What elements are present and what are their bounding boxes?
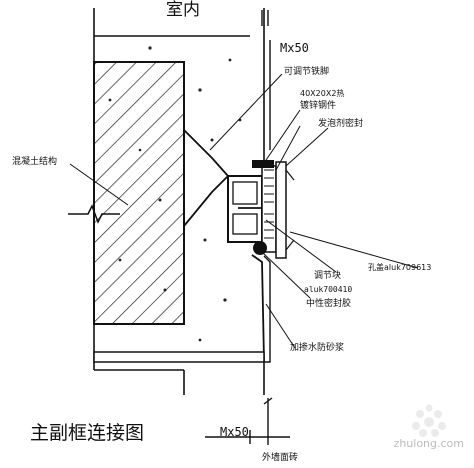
break-symbol	[68, 204, 120, 224]
concrete-structure-label: 混凝土结构	[12, 157, 58, 167]
adjustable-iron-label: 可调节铁脚	[284, 67, 330, 77]
dimension-top-label: Mx50	[280, 41, 309, 55]
adjustable-iron-strap	[183, 129, 230, 227]
steel-bracket-label-2: 镀锌钢件	[300, 101, 337, 111]
drawing-caption: 主副框连接图	[30, 422, 145, 444]
steel-bracket-label-1: 40X20X2热	[300, 89, 345, 98]
dimension-marks	[205, 10, 290, 445]
watermark-logo-icon	[412, 404, 446, 437]
adjust-block-label-1: 调节块	[314, 271, 342, 281]
dimension-bottom-label: Mx50	[220, 425, 249, 439]
concrete-column	[93, 61, 185, 325]
waterproof-mortar-label: 加掺水防砂浆	[290, 343, 345, 353]
leader-lines	[69, 73, 419, 349]
cover-strip-label: 孔盖aluk709613	[368, 263, 432, 272]
adjust-block-label-2: aluk700410	[304, 285, 353, 294]
foam-seal-label: 发泡剂密封	[318, 119, 364, 129]
neutral-sealant-label: 中性密封胶	[306, 299, 352, 309]
exterior-tile-label: 外墙面砖	[262, 453, 299, 463]
room-interior-label: 室内	[166, 0, 200, 20]
frame-profile	[227, 160, 295, 259]
watermark-text: zhulong.com	[393, 437, 464, 450]
mortar-lining	[93, 254, 271, 363]
